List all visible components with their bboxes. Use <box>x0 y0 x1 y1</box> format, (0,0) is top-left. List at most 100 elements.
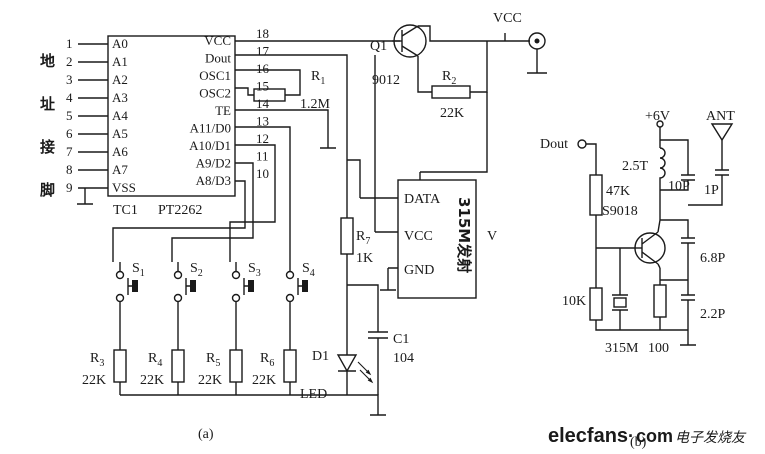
q1-label: Q1 <box>370 39 387 54</box>
r7-value: 1K <box>356 251 373 266</box>
right-pin-name: A11/D0 <box>190 121 231 136</box>
left-pin-number: 5 <box>66 108 73 123</box>
pull-resistor-value: 22K <box>252 373 276 388</box>
s9018-transistor <box>634 232 666 264</box>
address-char-1: 地 <box>40 52 55 70</box>
right-pin-number: 14 <box>256 96 270 111</box>
pull-down-resistor <box>283 349 297 383</box>
switch-button <box>190 280 196 292</box>
address-char-3: 接 <box>40 138 55 156</box>
left-pin-number: 3 <box>66 72 73 87</box>
ic-part: PT2262 <box>158 203 202 218</box>
switch-contact <box>231 293 241 303</box>
right-pin-number: 16 <box>256 61 270 76</box>
pull-down-resistor <box>171 349 185 383</box>
right-pin-name: TE <box>215 103 231 118</box>
left-pin-name: A3 <box>112 90 128 105</box>
watermark-dot: · <box>628 426 634 446</box>
left-pin-name: A0 <box>112 36 128 51</box>
transistor-label: S9018 <box>602 204 638 219</box>
right-pin-name: VCC <box>204 33 231 48</box>
watermark: elecfans · com 电子发烧友 <box>548 425 747 447</box>
cap-6-8p <box>681 237 695 244</box>
switch-contact <box>173 270 183 280</box>
address-pins-label: 地 址 接 脚 <box>40 52 55 199</box>
right-pin-number: 18 <box>256 26 269 41</box>
right-pin-name: A10/D1 <box>189 138 231 153</box>
switch-contact <box>115 293 125 303</box>
led-label: LED <box>300 387 327 402</box>
left-pin-number: 1 <box>66 36 73 51</box>
left-pin-name: A4 <box>112 108 128 123</box>
module-gnd-label: GND <box>404 263 434 278</box>
watermark-domain: com <box>636 426 673 446</box>
right-pin-name: A8/D3 <box>196 173 231 188</box>
switch-button <box>132 280 138 292</box>
bottom-ground-rail <box>120 394 386 416</box>
left-pin-name: A1 <box>112 54 128 69</box>
c1-capacitor <box>368 331 388 339</box>
ant-label: ANT <box>706 109 735 124</box>
cap-2-2p <box>681 294 695 301</box>
pull-resistor-value: 22K <box>82 373 106 388</box>
right-pin-number: 15 <box>256 79 269 94</box>
te-ground <box>235 109 336 149</box>
right-pin-name: OSC2 <box>199 86 231 101</box>
c1-label: C1 <box>393 332 409 347</box>
r-bias-47k <box>589 174 603 216</box>
watermark-cn: 电子发烧友 <box>675 429 747 445</box>
d1-label: D1 <box>312 349 329 364</box>
left-pin-name: VSS <box>112 180 136 195</box>
supply-label: +6V <box>645 109 670 124</box>
r-base-10k <box>589 287 603 321</box>
r-base-label: 10K <box>562 294 586 309</box>
r2-label: R2 <box>442 69 456 87</box>
switch-contact <box>285 293 295 303</box>
c1-value: 104 <box>393 351 414 366</box>
left-pin-number: 6 <box>66 126 73 141</box>
switch-contact <box>173 293 183 303</box>
left-pin-name: A2 <box>112 72 128 87</box>
switch-label: S2 <box>190 261 203 279</box>
right-pin-number: 12 <box>256 131 269 146</box>
pull-down-resistor <box>229 349 243 383</box>
module-vcc-label: VCC <box>404 229 433 244</box>
r-emitter-label: 100 <box>648 341 669 356</box>
antenna-icon <box>710 123 734 142</box>
vss-ground-symbol <box>77 188 93 205</box>
switch-button <box>248 280 254 292</box>
r7-resistor <box>340 217 354 255</box>
led-section: R7 1K C1 104 D1 LED <box>300 175 414 402</box>
switch-label: S1 <box>132 261 145 279</box>
vcc-top-label: VCC <box>493 11 522 26</box>
right-pin-number: 13 <box>256 114 269 129</box>
right-pin-name: Dout <box>205 51 231 66</box>
cap-1p <box>715 169 729 176</box>
right-pin-name: OSC1 <box>199 68 231 83</box>
pull-resistor-label: R4 <box>148 351 162 369</box>
cap-1p-label: 1P <box>704 183 719 198</box>
address-char-2: 址 <box>40 95 55 113</box>
jack-ground-symbol <box>527 49 547 74</box>
switch-contact <box>285 270 295 280</box>
pull-resistor-label: R5 <box>206 351 220 369</box>
pull-resistor-value: 22K <box>198 373 222 388</box>
left-pin-number: 8 <box>66 162 73 177</box>
caption-a: (a) <box>198 427 214 442</box>
pull-resistor-label: R6 <box>260 351 274 369</box>
left-pin-number: 7 <box>66 144 73 159</box>
power-section: Q1 9012 VCC R2 22K <box>235 11 547 175</box>
ic-ref: TC1 <box>113 203 138 218</box>
switch-label: S4 <box>302 261 315 279</box>
r-emitter-100 <box>653 284 667 318</box>
address-char-4: 脚 <box>40 181 55 199</box>
coil-label: 2.5T <box>622 159 649 174</box>
crystal-label: 315M <box>605 341 639 356</box>
r2-resistor <box>431 85 471 99</box>
transmitter-module: DATA VCC GND 315M发射 V <box>347 55 497 299</box>
watermark-brand: elecfans <box>548 425 628 447</box>
left-pin-name: A6 <box>112 144 128 159</box>
